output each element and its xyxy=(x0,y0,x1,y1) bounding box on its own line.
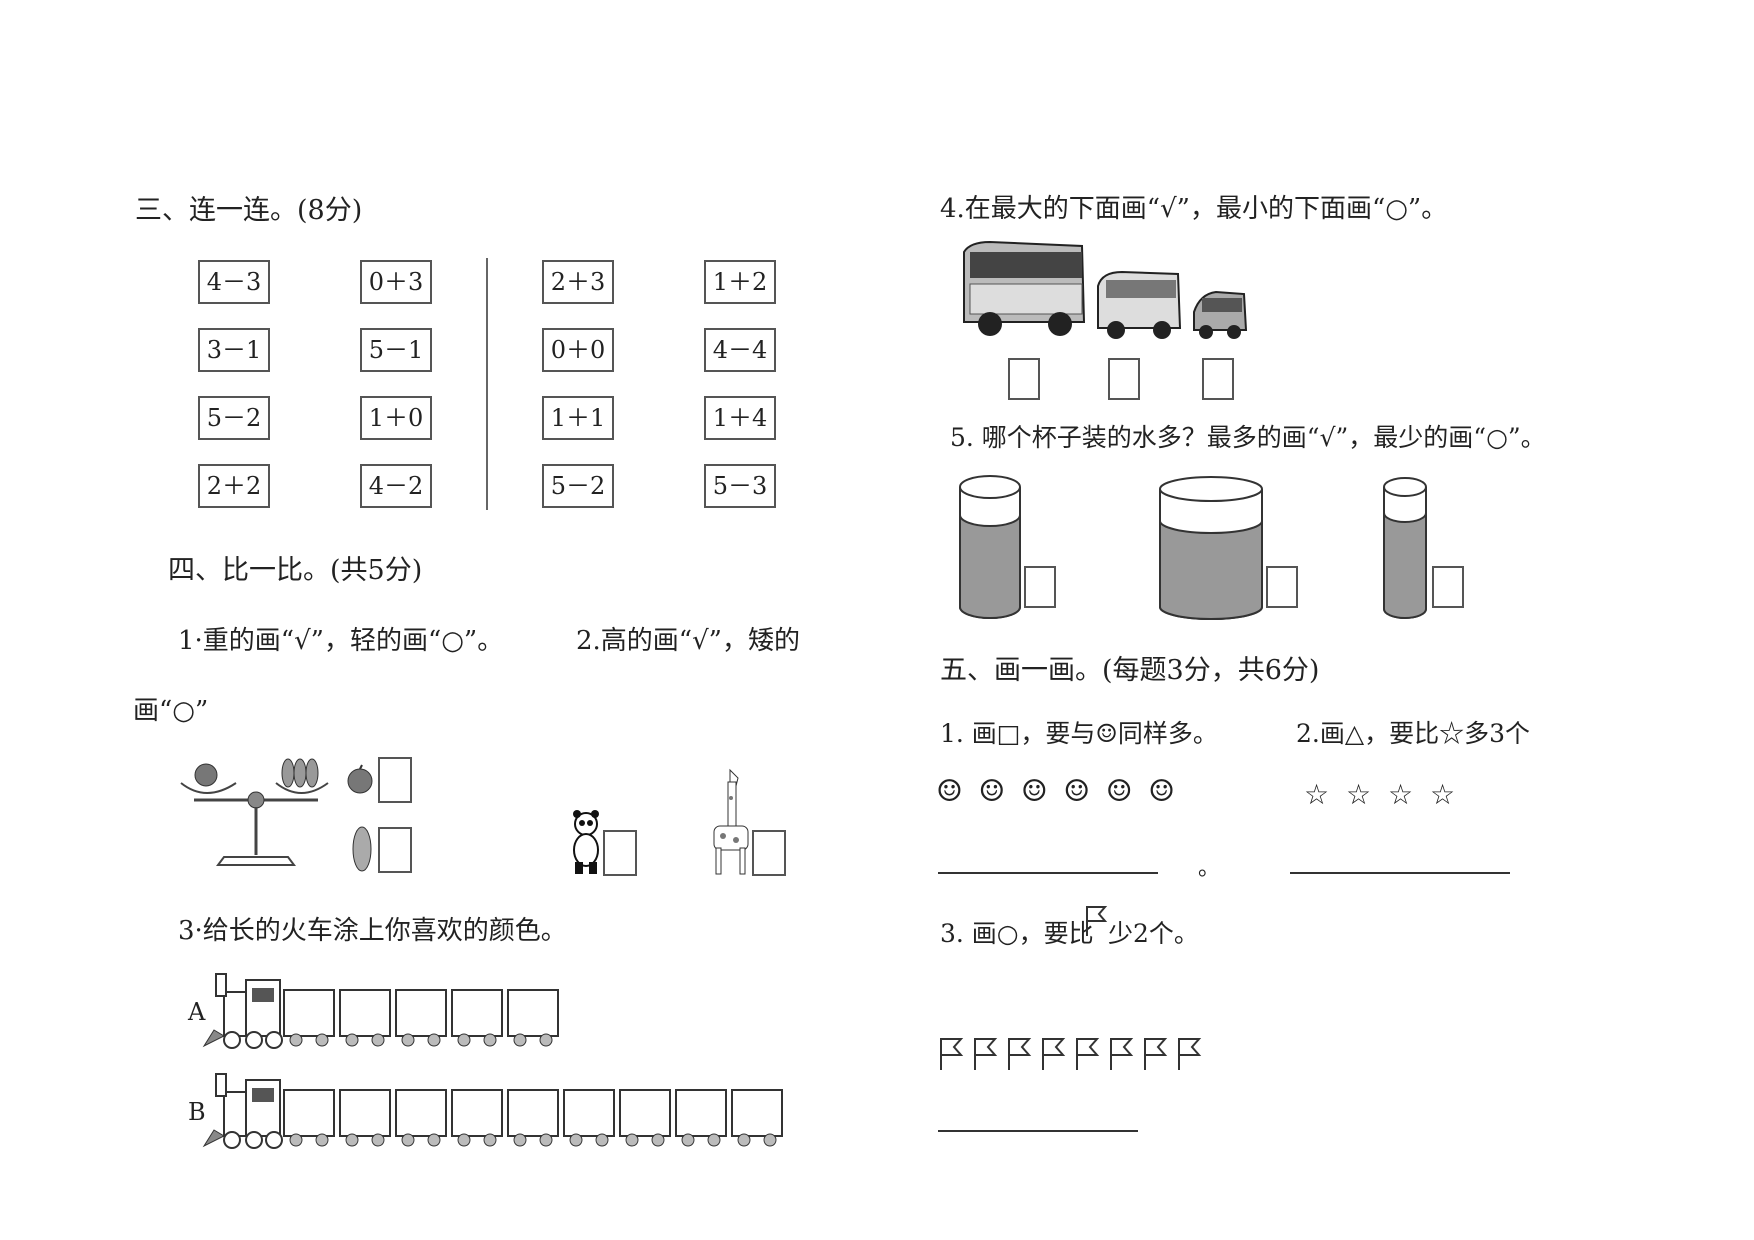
answer-box[interactable] xyxy=(1202,358,1234,400)
bus-icon xyxy=(963,240,1086,336)
flag-icon xyxy=(1076,1038,1100,1070)
locomotive-icon xyxy=(202,973,283,1049)
answer-box[interactable] xyxy=(1024,566,1056,608)
cup-icon xyxy=(1383,477,1427,619)
flag-icon xyxy=(1178,1038,1202,1070)
period-mark: 。 xyxy=(1198,856,1221,881)
expr-box[interactable]: 1＋2 xyxy=(704,260,776,304)
panda-icon xyxy=(573,810,599,874)
answer-box[interactable] xyxy=(1432,566,1464,608)
section-3-title: 三、连一连。(8分) xyxy=(135,195,363,226)
drawing-problem-2: 2.画△，要比☆多3个 xyxy=(1296,719,1530,748)
expr-box[interactable]: 2＋3 xyxy=(542,260,614,304)
question-2: 2.高的画“√”，矮的 xyxy=(576,626,800,656)
train-a-label: A xyxy=(188,998,206,1026)
answer-box[interactable] xyxy=(1266,566,1298,608)
answer-box[interactable] xyxy=(378,827,412,873)
giraffe-icon xyxy=(713,768,749,875)
answer-box[interactable] xyxy=(752,830,786,876)
train-car[interactable] xyxy=(451,1089,503,1147)
answer-line[interactable] xyxy=(938,1130,1138,1132)
flag-icon xyxy=(1144,1038,1168,1070)
expr-box[interactable]: 5－2 xyxy=(198,396,270,440)
expr-box[interactable]: 5－2 xyxy=(542,464,614,508)
cup-icon xyxy=(959,475,1021,619)
flag-icon xyxy=(1110,1038,1134,1070)
train-car[interactable] xyxy=(675,1089,727,1147)
section-5-title: 五、画一画。(每题3分，共6分) xyxy=(940,655,1320,686)
expr-box[interactable]: 1＋0 xyxy=(360,396,432,440)
flag-icon xyxy=(974,1038,998,1070)
expr-box[interactable]: 5－1 xyxy=(360,328,432,372)
answer-line[interactable] xyxy=(1290,872,1510,874)
flag-icon xyxy=(1086,906,1108,936)
question-3: 3·给长的火车涂上你喜欢的颜色。 xyxy=(178,916,567,946)
answer-line[interactable] xyxy=(938,872,1158,874)
flag-row xyxy=(940,1038,1202,1070)
expr-box[interactable]: 2＋2 xyxy=(198,464,270,508)
train-a[interactable] xyxy=(202,970,584,1060)
flag-icon xyxy=(1042,1038,1066,1070)
expr-box[interactable]: 1＋4 xyxy=(704,396,776,440)
answer-box[interactable] xyxy=(603,830,637,876)
locomotive-icon xyxy=(202,1073,283,1149)
train-car[interactable] xyxy=(451,989,503,1047)
expr-box[interactable]: 1＋1 xyxy=(542,396,614,440)
train-car[interactable] xyxy=(619,1089,671,1147)
train-car[interactable] xyxy=(395,1089,447,1147)
train-b-label: B xyxy=(188,1098,206,1126)
train-car[interactable] xyxy=(563,1089,615,1147)
divider-line xyxy=(486,258,488,510)
expr-box[interactable]: 0＋0 xyxy=(542,328,614,372)
flag-icon xyxy=(940,1038,964,1070)
question-5: 5. 哪个杯子装的水多？最多的画“√”，最少的画“○”。 xyxy=(950,423,1546,452)
train-car[interactable] xyxy=(283,1089,335,1147)
van-icon xyxy=(1193,290,1248,339)
vegetable-icon xyxy=(352,826,372,872)
train-car[interactable] xyxy=(507,1089,559,1147)
cup-icon xyxy=(1159,476,1263,620)
drawing-problem-3: 3. 画○，要比 xyxy=(940,919,1094,948)
train-car[interactable] xyxy=(507,989,559,1047)
expr-box[interactable]: 4－3 xyxy=(198,260,270,304)
train-car[interactable] xyxy=(339,1089,391,1147)
smiley-row: ☺ ☺ ☺ ☺ ☺ ☺ xyxy=(936,774,1179,809)
question-1: 1·重的画“√”，轻的画“○”。 xyxy=(178,626,504,656)
question-4: 4.在最大的下面画“√”，最小的下面画“○”。 xyxy=(940,194,1448,224)
answer-box[interactable] xyxy=(378,757,412,803)
expr-box[interactable]: 4－4 xyxy=(704,328,776,372)
drawing-problem-1: 1. 画□，要与☺同样多。 xyxy=(940,719,1218,748)
train-car[interactable] xyxy=(339,989,391,1047)
expr-box[interactable]: 0＋3 xyxy=(360,260,432,304)
answer-box[interactable] xyxy=(1008,358,1040,400)
train-car[interactable] xyxy=(283,989,335,1047)
star-row: ☆ ☆ ☆ ☆ xyxy=(1304,778,1460,811)
flag-icon xyxy=(1008,1038,1032,1070)
train-car[interactable] xyxy=(731,1089,783,1147)
expr-box[interactable]: 5－3 xyxy=(704,464,776,508)
drawing-problem-3-tail: 少2个。 xyxy=(1108,919,1199,948)
balance-scale-icon xyxy=(180,758,329,866)
minibus-icon xyxy=(1097,270,1182,339)
expr-box[interactable]: 4－2 xyxy=(360,464,432,508)
apple-icon xyxy=(347,764,373,794)
expr-box[interactable]: 3－1 xyxy=(198,328,270,372)
train-b[interactable] xyxy=(202,1070,804,1160)
question-2-continued: 画“○” xyxy=(133,696,209,726)
train-car[interactable] xyxy=(395,989,447,1047)
section-4-title: 四、比一比。(共5分) xyxy=(168,555,423,586)
answer-box[interactable] xyxy=(1108,358,1140,400)
